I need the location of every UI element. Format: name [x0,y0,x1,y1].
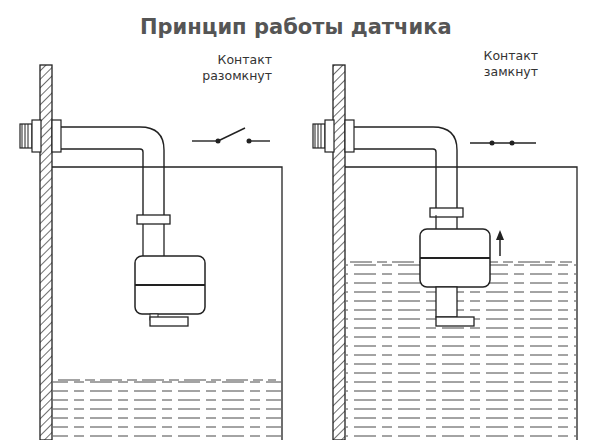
contact-state-label: Контакт разомкнут [192,52,272,84]
contact-state-label: Контакт замкнут [458,48,538,80]
diagram-title: Принцип работы датчика [140,15,452,39]
right-panel [313,65,577,440]
left-panel [20,65,282,440]
